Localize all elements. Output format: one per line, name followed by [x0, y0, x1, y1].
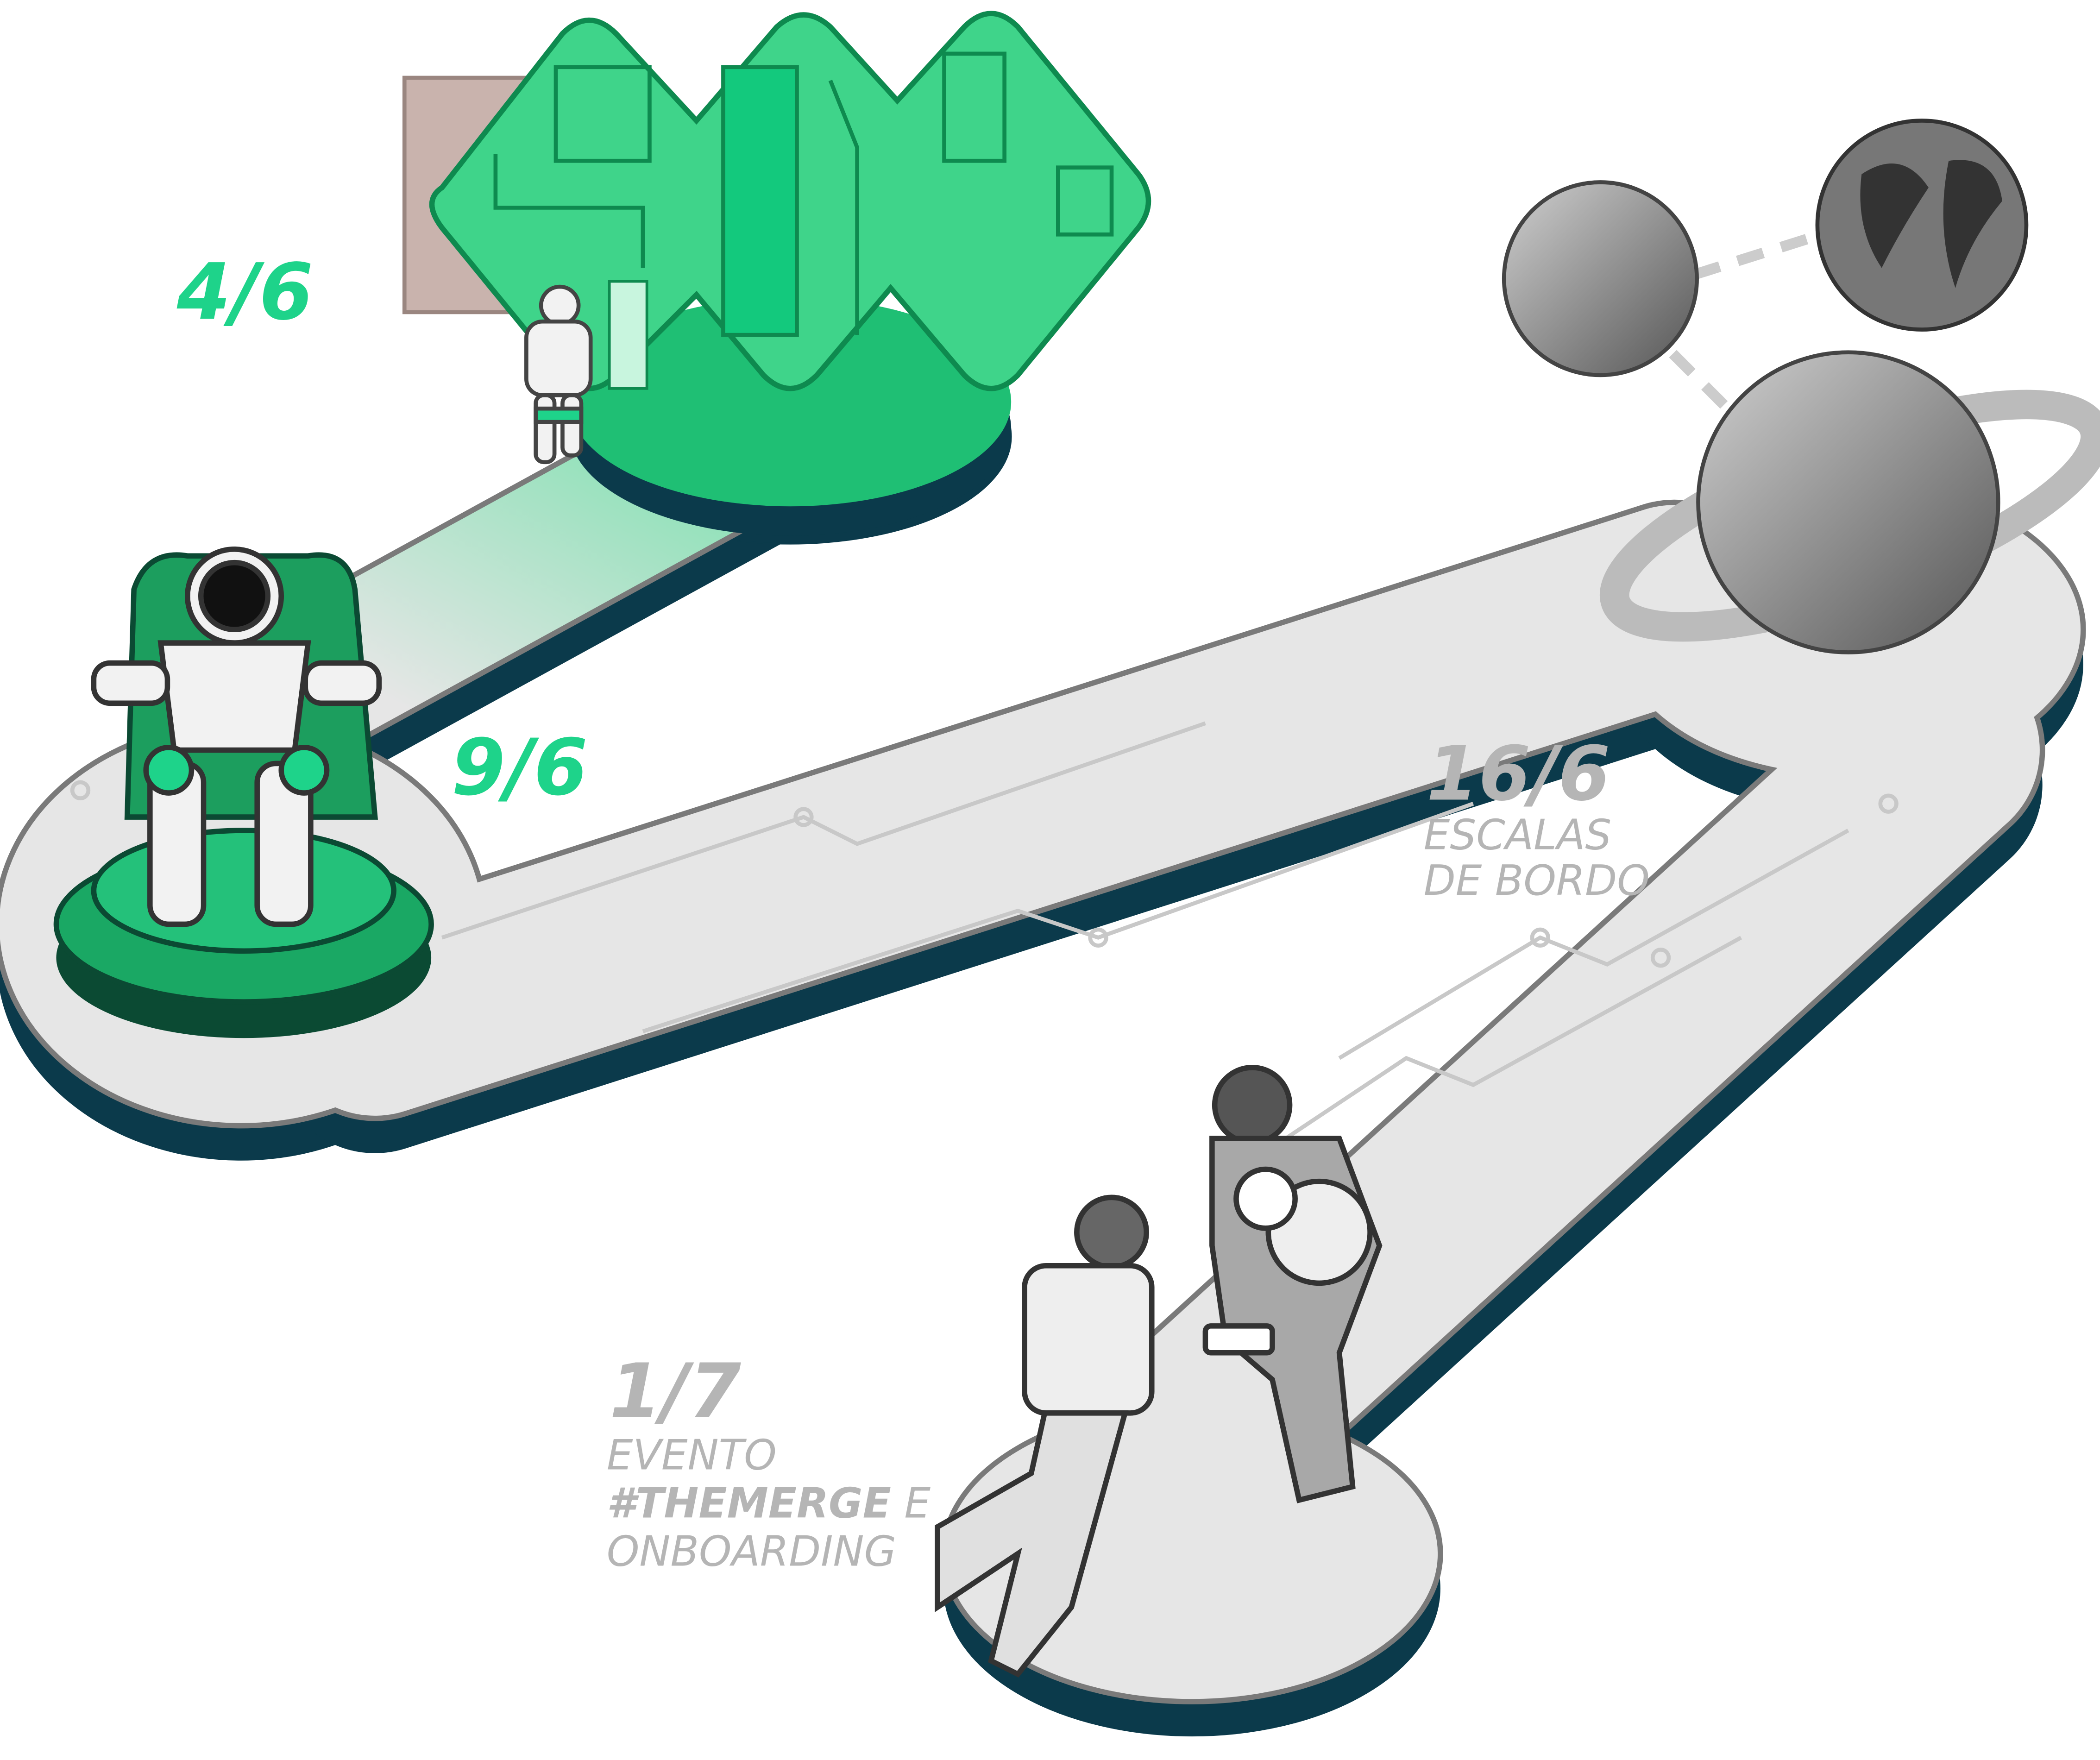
- people-high-five: [935, 1065, 1383, 1678]
- planet-striped: [1502, 180, 1699, 377]
- milestone-date: 4/6: [176, 246, 314, 337]
- milestone-16-6: 16/6 ESCALAS DE BORDO: [1424, 731, 1650, 905]
- green-station: [402, 11, 1151, 536]
- walking-robot: [524, 284, 593, 465]
- label-connector: E: [891, 1479, 931, 1527]
- milestone-label-line: EVENTO: [607, 1431, 777, 1479]
- milestone-4-6: 4/6: [176, 246, 314, 337]
- milestone-date: 16/6: [1427, 731, 1610, 818]
- hashtag-themerge: #THEMERGE: [607, 1479, 891, 1527]
- milestone-label-line: ESCALAS: [1424, 811, 1612, 859]
- planet-ringed: [1696, 350, 2000, 654]
- milestone-1-7: 1/7 EVENTO #THEMERGE E ONBOARDING: [607, 1348, 931, 1576]
- throne-robot: [53, 546, 434, 1038]
- planet-earth: [1815, 119, 2029, 332]
- milestone-9-6: 9/6: [451, 722, 588, 813]
- circuit-traces: [70, 721, 1899, 1140]
- milestone-label-line: #THEMERGE E: [607, 1479, 931, 1527]
- road-segment-upper: [277, 505, 1772, 1116]
- doorway: [608, 280, 648, 390]
- planets: [1502, 119, 2100, 654]
- milestone-date: 9/6: [451, 722, 588, 813]
- milestone-label-line: ONBOARDING: [607, 1527, 896, 1576]
- milestone-label-line: DE BORDO: [1424, 857, 1650, 905]
- milestone-date: 1/7: [610, 1348, 742, 1435]
